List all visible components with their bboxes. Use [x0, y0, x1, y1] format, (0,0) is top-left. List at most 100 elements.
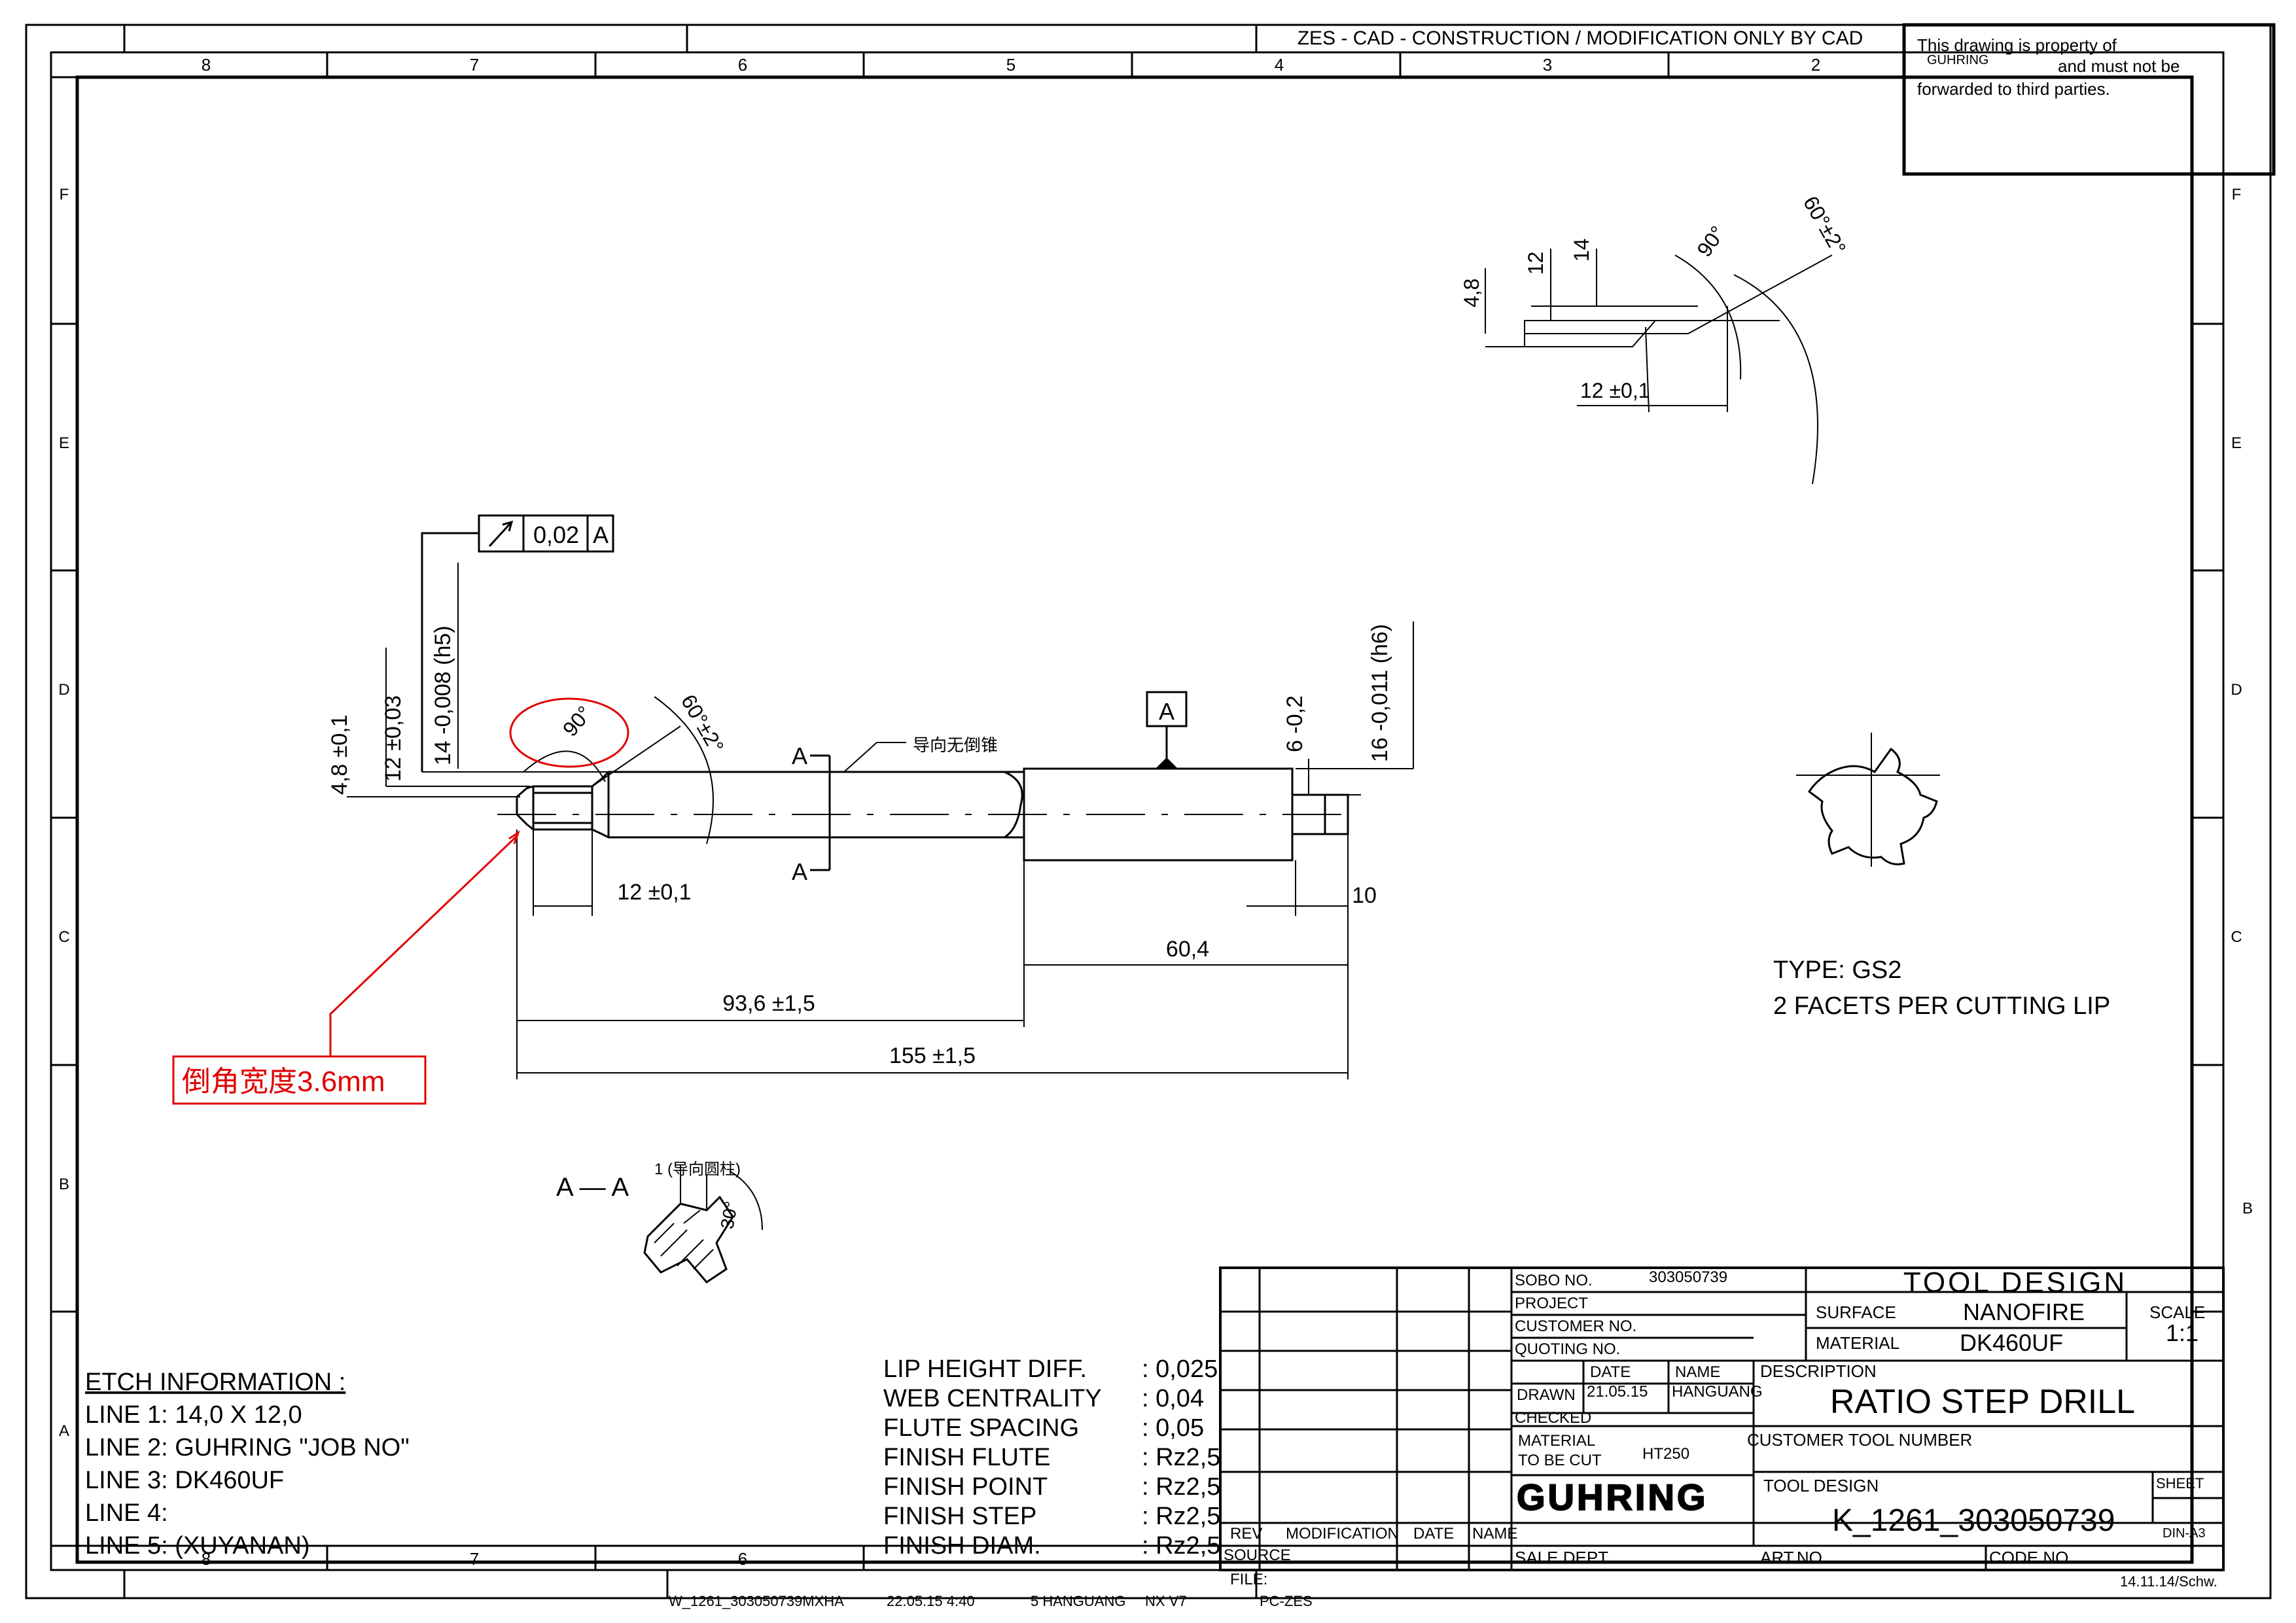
len-155-label: 155 ±1,5 [889, 1043, 976, 1068]
footer-info: W_1261_303050739MXHA 22.05.15 4:40 5 HAN… [666, 1570, 1258, 1609]
cross-section-icon [1796, 733, 1940, 867]
material-value: DK460UF [1960, 1329, 2063, 1356]
col-label: 6 [738, 1549, 747, 1569]
guhring-logo: GUHRING [1517, 1476, 1708, 1518]
row-label: F [60, 186, 69, 203]
dia-14-label: 14 -0,008 (h5) [431, 625, 455, 765]
section-a-bottom: A [792, 858, 807, 885]
material-cut-label2: TO BE CUT [1518, 1452, 1602, 1469]
spec-label: FINISH POINT [883, 1473, 1048, 1501]
facets-line: 2 FACETS PER CUTTING LIP [1773, 992, 2110, 1020]
dia-12-label: 12 ±0,03 [381, 695, 406, 782]
file-user: 5 HANGUANG [1031, 1593, 1125, 1609]
etch-line: LINE 2: GUHRING "JOB NO" [85, 1434, 410, 1461]
project-label: PROJECT [1515, 1295, 1588, 1312]
row-label: E [59, 434, 69, 452]
surface-value: NANOFIRE [1963, 1299, 2085, 1325]
scale-value: 1:1 [2166, 1319, 2199, 1346]
file-nx: NX V7 [1145, 1593, 1187, 1609]
detail-angle-90: 90° [1692, 222, 1729, 261]
mod-name-label: NAME [1472, 1525, 1517, 1543]
col-label: 7 [470, 1549, 479, 1569]
description-value: RATIO STEP DRILL [1830, 1383, 2135, 1421]
spec-value: : 0,04 [1142, 1385, 1204, 1412]
col-label: 5 [1006, 55, 1016, 75]
length-labels: 12 ±0,1 10 60,4 93,6 ±1,5 155 ±1,5 [617, 880, 1377, 1068]
diameter-labels: 4,8 ±0,1 12 ±0,03 14 -0,008 (h5) 6 -0,2 … [327, 624, 1392, 795]
row-labels: F E D C B A F E D C B [58, 186, 2253, 1440]
art-no-label: ART.NO. [1760, 1548, 1827, 1567]
section-title: A — A [556, 1173, 629, 1202]
name-label: NAME [1675, 1363, 1720, 1381]
row-label: B [59, 1176, 69, 1193]
material-cut-value: HT250 [1642, 1445, 1689, 1463]
tool-design-value: K_1261_303050739 [1832, 1503, 2115, 1538]
angle-arcs [523, 696, 714, 845]
col-label: 8 [202, 55, 211, 75]
sale-dept-label: SALE DEPT. [1515, 1548, 1611, 1567]
material-label: MATERIAL [1816, 1333, 1899, 1353]
col-label: 2 [1811, 55, 1820, 75]
col-label: 4 [1275, 55, 1284, 75]
surface-label: SURFACE [1816, 1302, 1896, 1322]
tool-design-title: TOOL DESIGN [1903, 1266, 2127, 1299]
detail-len-12: 12 ±0,1 [1580, 379, 1650, 402]
dia-16-label: 16 -0,011 (h6) [1368, 624, 1392, 762]
section-marks [810, 742, 906, 871]
detail-tip-view [1485, 249, 1833, 485]
modification-label: MODIFICATION [1286, 1525, 1399, 1543]
frame [25, 24, 2272, 1599]
len-93-6-label: 93,6 ±1,5 [722, 991, 815, 1016]
pc-zes-label: PC-ZES [1260, 1593, 1313, 1609]
date-label: DATE [1590, 1363, 1631, 1381]
spec-value: : Rz2,5 [1142, 1444, 1220, 1471]
row-label: D [2231, 681, 2242, 699]
col-label: 6 [738, 55, 747, 75]
spec-label: FINISH FLUTE [883, 1444, 1050, 1471]
runout-frame [421, 514, 614, 772]
drawn-label: DRAWN [1517, 1386, 1576, 1404]
etch-line: LINE 1: 14,0 X 12,0 [85, 1401, 302, 1429]
row-label: A [59, 1422, 69, 1440]
row-label: D [58, 681, 69, 699]
col-label: 7 [470, 55, 479, 75]
sobo-label: SOBO NO. [1515, 1272, 1593, 1289]
etch-title: ETCH INFORMATION : [85, 1369, 345, 1396]
dim-6-label: 6 -0,2 [1282, 695, 1307, 752]
file-name: W_1261_303050739MXHA [669, 1593, 844, 1609]
col-label: 3 [1543, 55, 1552, 75]
dia-4-8-label: 4,8 ±0,1 [327, 714, 352, 795]
section-angle-label: 30° [716, 1200, 741, 1230]
runout-value: 0,02 [533, 521, 579, 548]
etch-info: ETCH INFORMATION : LINE 1: 14,0 X 12,0 L… [85, 1369, 410, 1560]
property-line1: This drawing is property of [1917, 35, 2117, 55]
description-label: DESCRIPTION [1760, 1361, 1877, 1381]
property-notice: This drawing is property of GUHRING and … [1902, 23, 2276, 176]
chamfer-callout [172, 830, 520, 1105]
section-land-label: 1 (导向圆柱) [654, 1161, 741, 1178]
mod-date-label: DATE [1413, 1525, 1454, 1543]
detail-dia-4-8: 4,8 [1460, 279, 1483, 307]
len-60-4-label: 60,4 [1166, 937, 1209, 962]
drawn-name: HANGUANG [1672, 1383, 1763, 1401]
detail-labels: 4,8 12 14 90° 60°±2° 12 ±0,1 [1460, 192, 1850, 403]
diameter-dims [347, 563, 1414, 797]
etch-line: LINE 3: DK460UF [85, 1467, 284, 1494]
spec-label: FINISH DIAM. [883, 1532, 1041, 1560]
spec-value: : Rz2,5 [1142, 1503, 1220, 1530]
file-label: FILE: [1230, 1571, 1267, 1588]
row-label: F [2232, 186, 2242, 203]
datum-a-label: A [1159, 698, 1174, 725]
dim-10-label: 10 [1352, 883, 1377, 908]
section-aa-view [643, 1164, 763, 1283]
checked-label: CHECKED [1515, 1409, 1591, 1427]
customer-tool-label: CUSTOMER TOOL NUMBER [1747, 1430, 1972, 1450]
type-line: TYPE: GS2 [1773, 956, 1901, 984]
detail-dia-12: 12 [1524, 251, 1547, 275]
section-a-top: A [792, 742, 807, 769]
customer-no-label: CUSTOMER NO. [1515, 1318, 1636, 1335]
quoting-label: QUOTING NO. [1515, 1340, 1620, 1358]
chamfer-callout-text: 倒角宽度3.6mm [182, 1066, 385, 1098]
len-12-label: 12 ±0,1 [617, 880, 691, 905]
spec-list: LIP HEIGHT DIFF. : 0,025 WEB CENTRALITY … [883, 1355, 1220, 1560]
